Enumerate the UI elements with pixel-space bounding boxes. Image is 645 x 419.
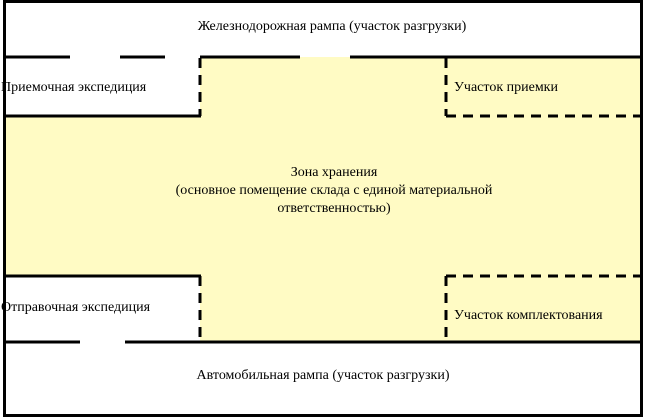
storage-zone-area [5, 57, 642, 342]
truck-ramp-label: Автомобильная рампа (участок разгрузки) [197, 368, 450, 383]
storage-zone-description-line2: ответственностью) [277, 201, 391, 216]
shipping-expedition-label: Отправочная экспедиция [1, 300, 151, 315]
receiving-area-border [444, 58, 642, 118]
picking-area-label: Участок комплектования [454, 308, 603, 323]
outer-frame [3, 0, 643, 417]
receiving-area-label: Участок приемки [454, 80, 558, 95]
receiving-expedition-label: Приемочная экспедиция [1, 80, 147, 95]
rail-ramp-label: Железнодорожная рампа (участок разгрузки… [198, 19, 467, 34]
receiving-expedition-walls [5, 58, 202, 118]
picking-area-border [444, 274, 642, 341]
storage-zone-description-line1: (основное помещение склада с единой мате… [176, 183, 493, 198]
shipping-expedition-walls [5, 274, 202, 341]
storage-zone-title: Зона хранения [291, 165, 378, 180]
